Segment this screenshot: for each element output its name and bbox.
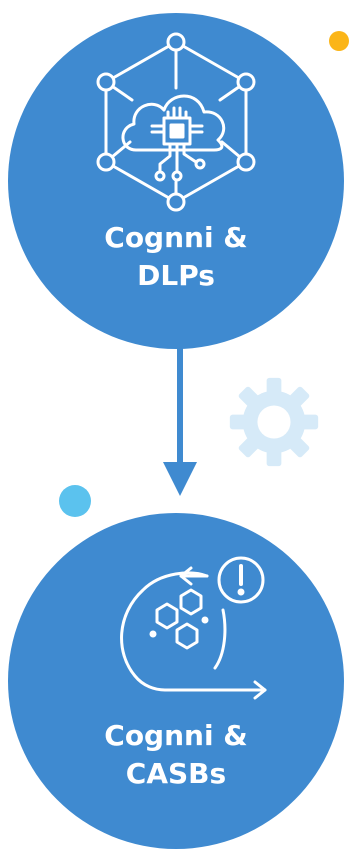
node-circle-casbs: [8, 513, 344, 849]
hexagon-cycle-alert-icon: [120, 556, 267, 700]
node-label-casbs-line2: CASBs: [125, 757, 227, 790]
connector-arrow-line: [177, 340, 183, 470]
cloud-chip-network-icon: [96, 32, 256, 212]
gear-icon: [229, 377, 319, 467]
node-label-casbs-line1: Cognni &: [104, 719, 248, 752]
connector-arrow-head: [163, 462, 197, 496]
node-label-casbs: Cognni & CASBs: [0, 717, 352, 793]
node-label-dlps-line1: Cognni &: [104, 221, 248, 254]
yellow-dot: [329, 31, 349, 51]
node-label-dlps-line2: DLPs: [137, 259, 215, 292]
node-label-dlps: Cognni & DLPs: [0, 219, 352, 295]
blue-dot: [59, 485, 91, 517]
